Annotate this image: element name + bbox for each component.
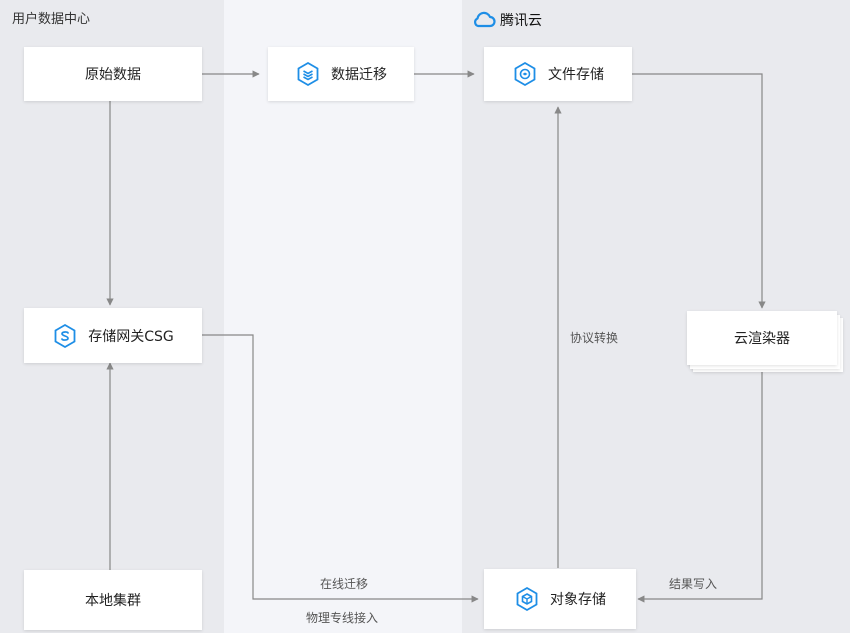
node-object-storage[interactable]: 对象存储 — [484, 569, 636, 629]
tencent-cloud-header: 腾讯云 — [472, 10, 542, 30]
edge-label-result-write: 结果写入 — [669, 577, 718, 591]
file-storage-icon — [514, 61, 536, 87]
node-local-cluster[interactable]: 本地集群 — [24, 570, 202, 630]
edge-renderer-to-object — [637, 366, 763, 603]
edge-label-online-migration: 在线迁移 — [320, 577, 369, 591]
storage-gateway-icon — [54, 323, 76, 348]
node-csg[interactable]: 存储网关CSG — [24, 308, 202, 363]
node-label: 文件存储 — [548, 67, 604, 83]
node-label: 数据迁移 — [331, 67, 387, 83]
node-renderer[interactable]: 云渲染器 — [687, 311, 837, 365]
edge-label-protocol-convert: 协议转换 — [570, 331, 619, 345]
edge-label-dedicated-line: 物理专线接入 — [306, 611, 379, 625]
object-storage-icon — [516, 586, 538, 612]
database-migration-icon — [297, 61, 319, 87]
node-label: 云渲染器 — [734, 331, 790, 347]
edge-csg-to-object — [202, 334, 479, 603]
node-file-storage[interactable]: 文件存储 — [484, 47, 632, 101]
node-label: 原始数据 — [85, 67, 141, 83]
node-label: 对象存储 — [550, 592, 606, 608]
zone-title-user-datacenter: 用户数据中心 — [12, 12, 91, 27]
cloud-icon — [474, 11, 496, 28]
node-data-migration[interactable]: 数据迁移 — [268, 47, 414, 101]
zone-title-tencent-cloud: 腾讯云 — [500, 13, 542, 29]
node-raw-data[interactable]: 原始数据 — [24, 47, 202, 101]
node-label: 本地集群 — [85, 593, 141, 609]
node-label: 存储网关CSG — [88, 328, 174, 345]
zone-transfer — [224, 0, 462, 633]
edge-file-to-renderer — [632, 73, 766, 309]
